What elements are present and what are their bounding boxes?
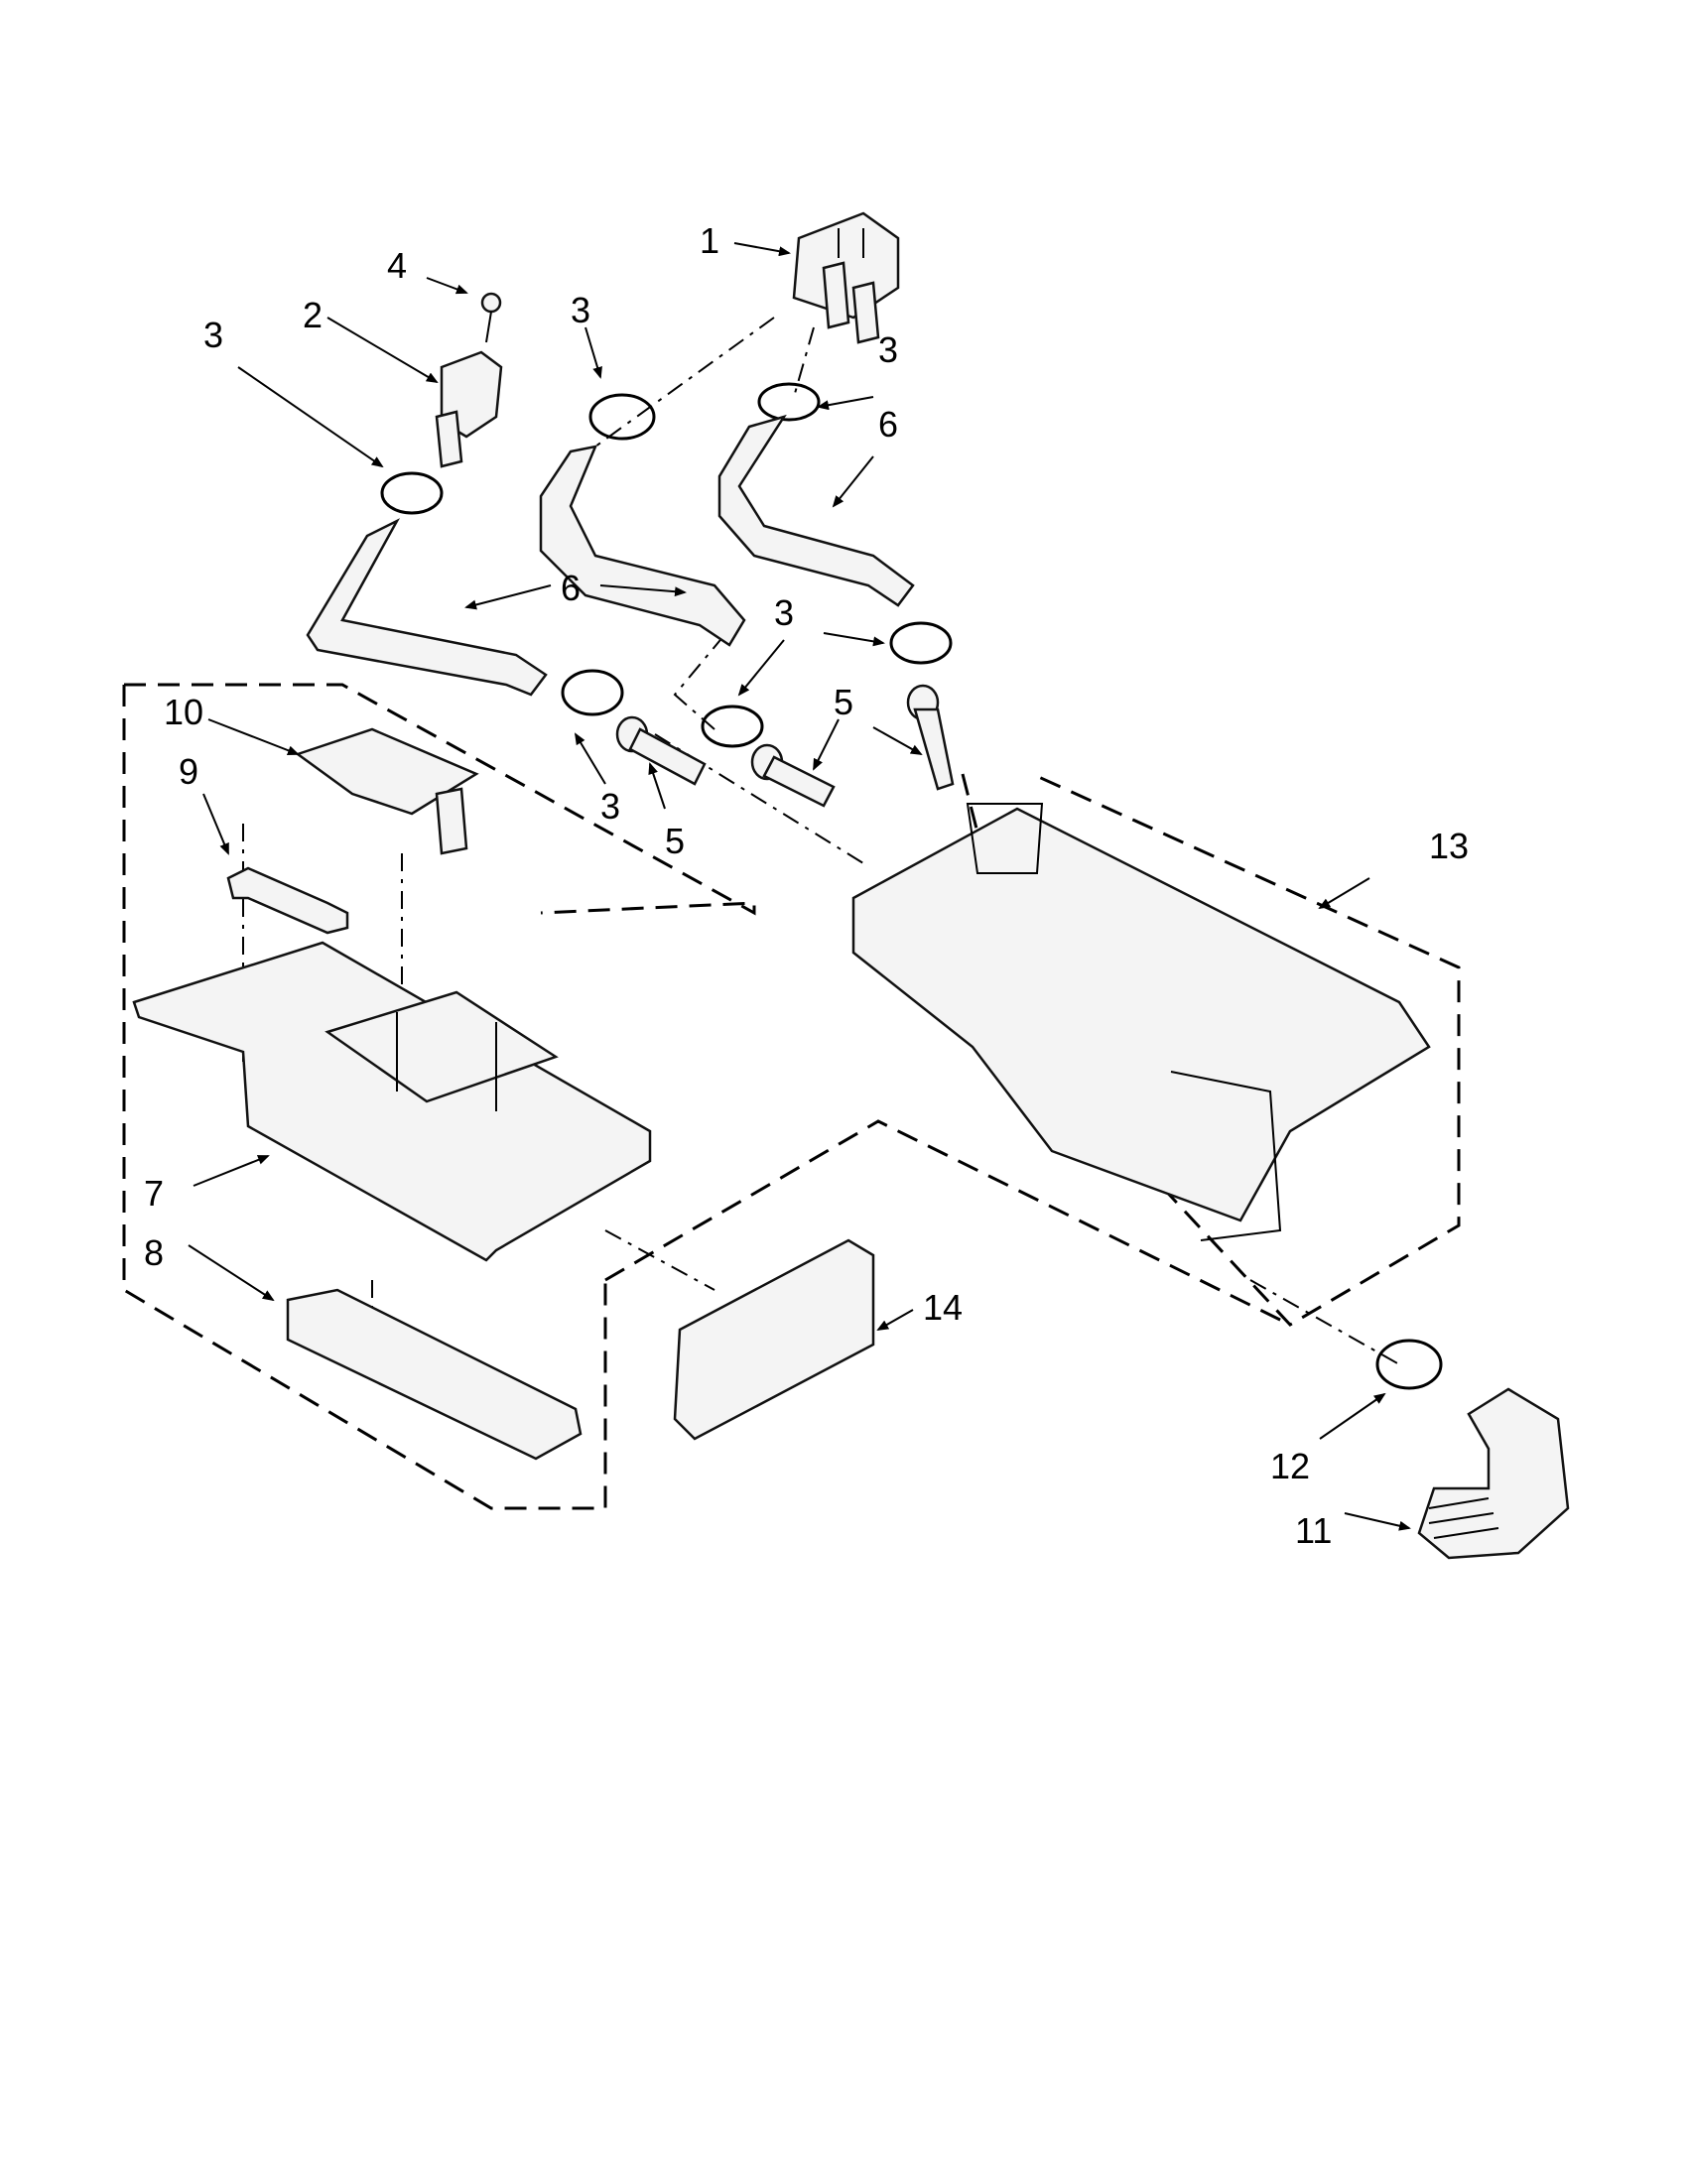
leader-arrow <box>1319 1392 1386 1440</box>
hose-clamp <box>588 393 656 441</box>
callout-5: 5 <box>665 821 685 861</box>
callout-14: 14 <box>923 1287 963 1328</box>
callout-3: 3 <box>878 329 898 370</box>
callout-8: 8 <box>144 1232 164 1273</box>
callout-2: 2 <box>303 295 323 335</box>
leader-arrow <box>832 455 874 508</box>
hose-clamp <box>757 382 821 422</box>
leader-arrow <box>817 396 874 411</box>
housing-assembly-boundary <box>961 772 1461 1327</box>
leader-arrow <box>823 632 885 647</box>
leader-arrow <box>1318 877 1370 910</box>
callout-9: 9 <box>179 751 198 792</box>
callout-3: 3 <box>571 290 590 330</box>
leader-arrow <box>872 726 923 755</box>
leader-arrow <box>876 1309 914 1331</box>
dual-water-valve <box>792 211 900 344</box>
callout-3: 3 <box>203 315 223 355</box>
leader-arrow <box>193 1155 270 1187</box>
drawer-insert <box>226 866 349 935</box>
drawer-assembly-boundary <box>122 685 607 1510</box>
leader-arrow <box>737 639 785 697</box>
dispenser-drawer <box>132 941 652 1262</box>
drawer-tray <box>286 1288 583 1461</box>
leader-arrow <box>813 718 840 771</box>
leader-arrow <box>1344 1512 1411 1531</box>
hose-clamp <box>380 471 444 515</box>
callout-11: 11 <box>1295 1510 1332 1551</box>
hose-clamp <box>701 705 764 748</box>
inlet-hose <box>306 518 548 697</box>
dispenser-housing <box>851 803 1431 1241</box>
dispenser-assembly-boundary <box>124 683 756 916</box>
drain-hose-clamp <box>1375 1339 1443 1390</box>
leader-arrow <box>733 242 791 257</box>
alignment-line <box>594 317 775 448</box>
alignment-line <box>673 634 725 730</box>
callout-6: 6 <box>878 404 898 445</box>
inlet-tube <box>906 684 955 791</box>
callout-1: 1 <box>700 220 719 261</box>
leader-arrow <box>426 277 468 295</box>
inlet-tube <box>750 743 836 808</box>
leader-arrow <box>574 732 606 785</box>
callout-3: 3 <box>600 786 620 827</box>
screw <box>480 292 502 343</box>
callout-6: 6 <box>561 568 581 608</box>
drain-hose <box>1417 1387 1570 1560</box>
cover-assembly-boundary <box>604 1119 1291 1327</box>
callout-5: 5 <box>834 682 853 722</box>
inlet-hose <box>539 445 746 647</box>
leader-arrow <box>464 584 552 610</box>
alignment-line <box>604 1229 715 1291</box>
inlet-tube <box>615 715 707 786</box>
siphon-cap <box>295 727 479 855</box>
callout-3: 3 <box>774 592 794 633</box>
callout-10: 10 <box>164 692 203 732</box>
leader-arrow <box>188 1244 275 1302</box>
alignment-line <box>1249 1279 1400 1365</box>
leader-arrow <box>207 718 300 756</box>
inlet-hose <box>717 414 915 607</box>
callout-12: 12 <box>1270 1446 1310 1486</box>
hose-clamp <box>889 621 953 665</box>
single-water-valve <box>435 350 503 468</box>
leader-arrow <box>584 326 602 379</box>
callout-13: 13 <box>1429 826 1469 866</box>
leader-arrow <box>648 762 666 810</box>
callout-7: 7 <box>144 1173 164 1214</box>
dispenser-cover <box>673 1238 875 1441</box>
leader-arrow <box>237 366 384 468</box>
hose-clamp <box>561 669 624 716</box>
leader-arrow <box>202 793 229 855</box>
leader-arrow <box>326 317 439 384</box>
callout-4: 4 <box>387 245 407 286</box>
leader-arrow <box>599 584 687 597</box>
alignment-line <box>793 326 815 398</box>
